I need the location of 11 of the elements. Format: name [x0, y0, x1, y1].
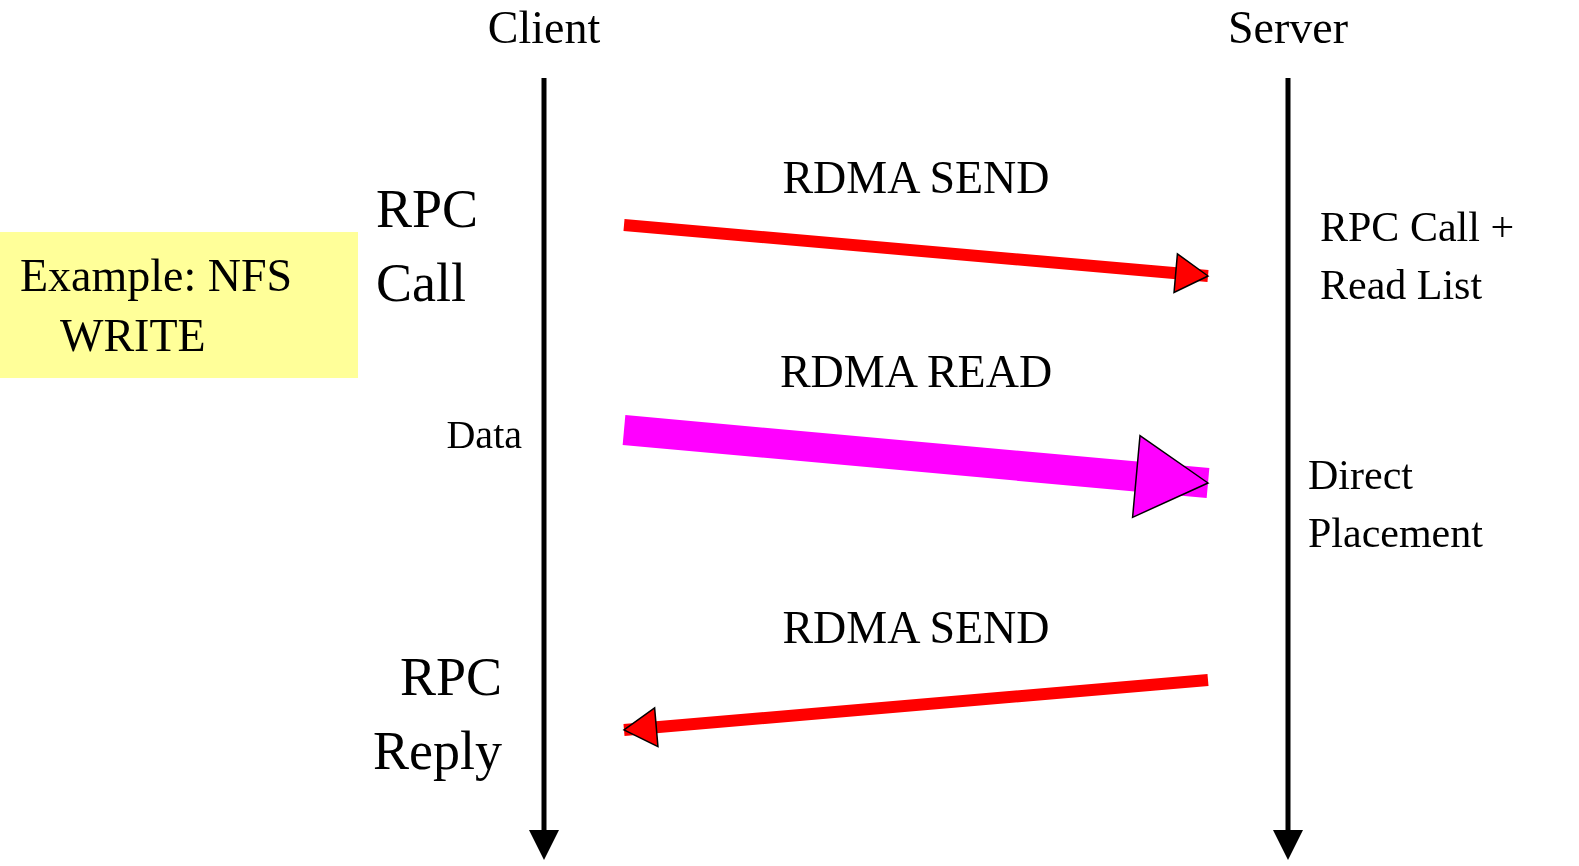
- arrow: [623, 219, 1209, 294]
- annotation-text: RPC Reply: [372, 646, 502, 783]
- lifeline-label: Client: [486, 2, 602, 54]
- annotation-text: Direct Placement: [1308, 451, 1484, 558]
- lifeline-label: Server: [1226, 2, 1350, 54]
- arrow: [622, 415, 1210, 519]
- annotation-text: Data: [445, 411, 522, 459]
- note-box: Example: NFS WRITE: [0, 232, 358, 378]
- annotation-text: RPC Call + Read List: [1320, 203, 1516, 310]
- arrow: [623, 674, 1209, 748]
- annotation-text: RPC Call: [376, 178, 480, 315]
